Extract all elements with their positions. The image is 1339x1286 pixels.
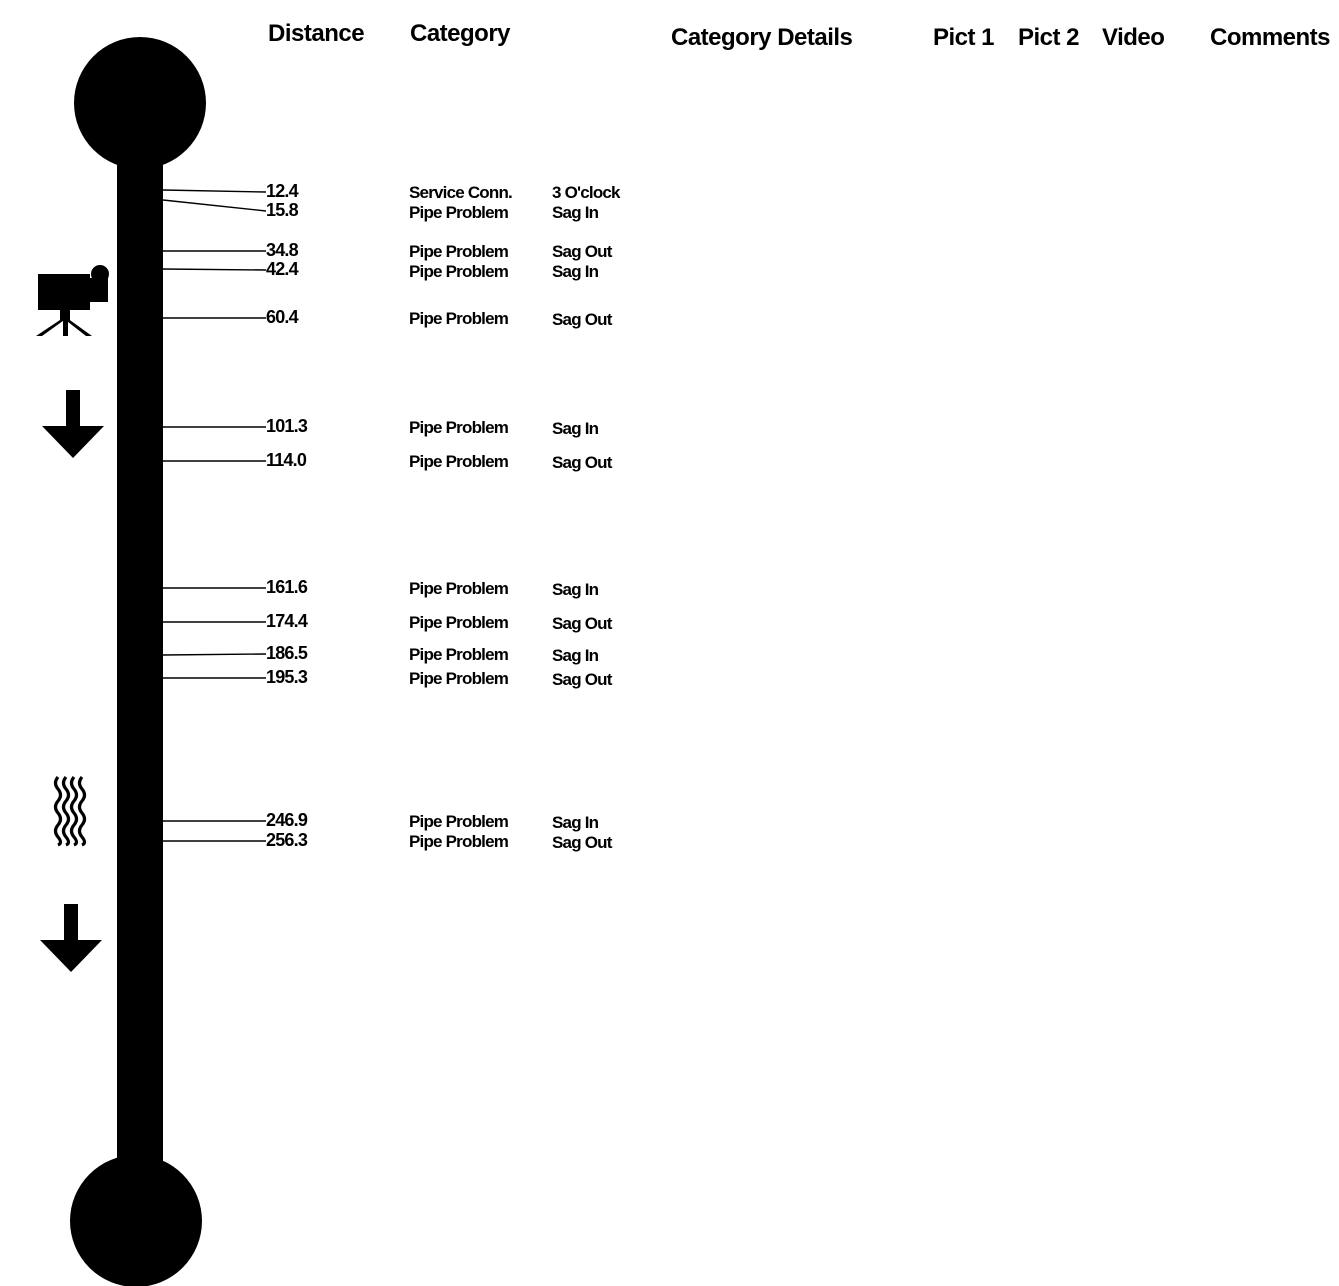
distance-value: 246.9 — [266, 810, 308, 830]
header-video: Video — [1102, 24, 1165, 51]
distance-value: 42.4 — [266, 259, 299, 279]
distance-value: 195.3 — [266, 667, 308, 687]
category-value: Pipe Problem — [409, 452, 509, 471]
detail-value: Sag Out — [552, 670, 612, 689]
header-pict1: Pict 1 — [933, 24, 995, 51]
down-arrow-icon — [42, 390, 104, 458]
category-value: Pipe Problem — [409, 242, 509, 261]
category-value: Pipe Problem — [409, 613, 509, 632]
distance-value: 12.4 — [266, 181, 299, 201]
header-comments: Comments — [1210, 24, 1331, 51]
leader-line — [162, 199, 267, 212]
detail-value: Sag In — [552, 203, 599, 222]
category-value: Pipe Problem — [409, 579, 509, 598]
category-value: Pipe Problem — [409, 812, 509, 831]
header-category-details: Category Details — [671, 24, 853, 51]
down-arrow-icon — [40, 904, 102, 972]
header-distance: Distance — [268, 20, 365, 47]
category-value: Service Conn. — [409, 183, 513, 202]
upstream-manhole — [74, 37, 206, 169]
distance-value: 60.4 — [266, 307, 299, 327]
detail-value: Sag In — [552, 813, 599, 832]
detail-value: Sag In — [552, 419, 599, 438]
distance-value: 256.3 — [266, 830, 308, 850]
detail-value: Sag Out — [552, 614, 612, 633]
distance-value: 161.6 — [266, 577, 308, 597]
category-value: Pipe Problem — [409, 262, 509, 281]
header-pict2: Pict 2 — [1018, 24, 1080, 51]
detail-value: 3 O'clock — [552, 183, 621, 202]
detail-value: Sag Out — [552, 310, 612, 329]
category-value: Pipe Problem — [409, 418, 509, 437]
wavy-lines-icon — [53, 775, 87, 847]
distance-value: 15.8 — [266, 200, 299, 220]
detail-value: Sag Out — [552, 453, 612, 472]
leader-line — [162, 268, 267, 271]
distance-value: 34.8 — [266, 240, 299, 260]
category-value: Pipe Problem — [409, 203, 509, 222]
detail-value: Sag Out — [552, 242, 612, 261]
detail-value: Sag Out — [552, 833, 612, 852]
leader-line — [162, 653, 267, 656]
downstream-manhole — [70, 1155, 202, 1286]
category-value: Pipe Problem — [409, 309, 509, 328]
distance-value: 174.4 — [266, 611, 308, 631]
header-category: Category — [410, 20, 511, 47]
distance-value: 101.3 — [266, 416, 308, 436]
pipe-body — [117, 150, 163, 1180]
category-value: Pipe Problem — [409, 669, 509, 688]
leader-line — [162, 189, 267, 193]
category-value: Pipe Problem — [409, 832, 509, 851]
category-value: Pipe Problem — [409, 645, 509, 664]
video-camera-icon — [36, 265, 109, 336]
distance-value: 114.0 — [266, 450, 307, 470]
distance-value: 186.5 — [266, 643, 308, 663]
detail-value: Sag In — [552, 262, 599, 281]
detail-value: Sag In — [552, 580, 599, 599]
detail-value: Sag In — [552, 646, 599, 665]
leader-lines — [162, 189, 267, 842]
